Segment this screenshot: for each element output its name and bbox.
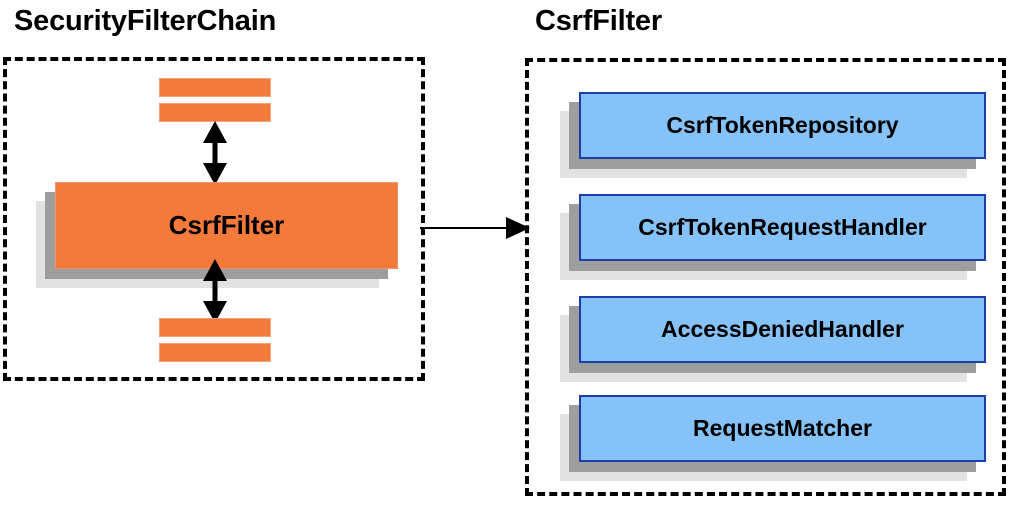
collaborator-box-request-matcher[interactable]: RequestMatcher bbox=[560, 395, 986, 481]
filter-bar-top-1 bbox=[159, 78, 271, 97]
page-title-security-filter-chain: SecurityFilterChain bbox=[14, 5, 277, 37]
security-filter-chain-panel bbox=[3, 57, 425, 381]
collaborator-box-csrf-token-repository[interactable]: CsrfTokenRepository bbox=[560, 92, 986, 178]
csrf-filter-panel bbox=[525, 58, 1006, 496]
collaborator-box-face: RequestMatcher bbox=[579, 395, 986, 462]
page-title-csrf-filter: CsrfFilter bbox=[535, 5, 662, 37]
panel-link-arrow-icon bbox=[420, 217, 530, 239]
collaborator-box-label: CsrfTokenRequestHandler bbox=[638, 214, 927, 240]
collaborator-box-face: CsrfTokenRepository bbox=[579, 92, 986, 159]
csrf-filter-box[interactable]: CsrfFilter bbox=[36, 182, 398, 288]
collaborator-box-label: CsrfTokenRepository bbox=[666, 112, 899, 138]
collaborator-box-label: RequestMatcher bbox=[693, 415, 872, 441]
filter-bar-bottom-1 bbox=[159, 318, 271, 337]
filter-bar-bottom-2 bbox=[159, 343, 271, 362]
csrf-filter-box-label: CsrfFilter bbox=[168, 210, 285, 240]
filter-bar-top-2 bbox=[159, 103, 271, 122]
collaborator-box-access-denied-handler[interactable]: AccessDeniedHandler bbox=[560, 296, 986, 382]
collaborator-box-face: CsrfTokenRequestHandler bbox=[579, 194, 986, 261]
collaborator-box-label: AccessDeniedHandler bbox=[661, 316, 904, 342]
collaborator-box-face: AccessDeniedHandler bbox=[579, 296, 986, 363]
double-arrow-bottom-icon bbox=[203, 259, 227, 323]
csrf-filter-box-face: CsrfFilter bbox=[55, 182, 398, 269]
double-arrow-top-icon bbox=[203, 121, 227, 185]
collaborator-box-csrf-token-request-handler[interactable]: CsrfTokenRequestHandler bbox=[560, 194, 986, 280]
